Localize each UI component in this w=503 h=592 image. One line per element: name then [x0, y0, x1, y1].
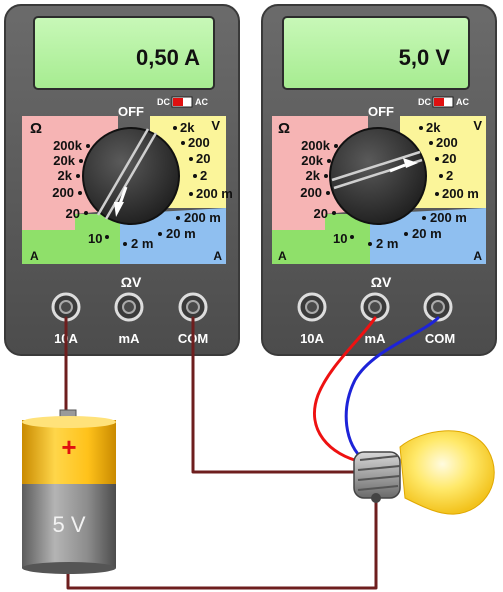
right-lcd-display [282, 16, 470, 90]
wire-blue-com-to-bulb [344, 316, 440, 462]
right-amp-zone-green [272, 214, 370, 264]
right-ohm-range: 200k [301, 138, 331, 153]
battery-voltage-label: 5 V [52, 512, 85, 537]
right-off-label: OFF [368, 104, 394, 119]
wire-red-ma-to-bulb [312, 316, 377, 464]
left-amp-label-left: A [30, 249, 39, 263]
right-ac-label: AC [456, 97, 469, 107]
right-dc-label: DC [418, 97, 431, 107]
right-amp-zone-blue [370, 208, 486, 264]
left-amp-range: 20 m [166, 226, 196, 241]
left-terminal-label: mA [119, 331, 141, 346]
left-ohm-range: 2k [58, 168, 73, 183]
left-amp-range: 200 m [184, 210, 221, 225]
right-terminal-com[interactable] [423, 292, 453, 322]
battery-plus-sign: + [61, 432, 76, 462]
light-bulb-icon [353, 430, 495, 515]
right-display-reading: 5,0 V [399, 45, 451, 70]
left-volt-range: 20 [196, 151, 210, 166]
left-amp-range: 10 [88, 231, 102, 246]
left-ohm-range: 200 [52, 185, 74, 200]
left-dial-pointer-arrow [114, 202, 124, 217]
left-amp-label-right: A [213, 249, 222, 263]
right-ohm-symbol: Ω [278, 120, 290, 137]
left-terminal-10a[interactable] [51, 292, 81, 322]
right-terminal-label: mA [365, 331, 387, 346]
left-ohm-symbol: Ω [30, 120, 42, 137]
right-terminals-header: ΩV [371, 274, 392, 290]
right-volt-range: 2k [426, 120, 441, 135]
right-ohm-range: 2k [306, 168, 321, 183]
left-off-label: OFF [118, 104, 144, 119]
right-amp-range: 20 m [412, 226, 442, 241]
right-volt-range: 200 [436, 135, 458, 150]
left-range-selector-dial[interactable] [82, 127, 180, 225]
bulb-screw-base [353, 451, 401, 503]
left-terminal-ma[interactable] [114, 292, 144, 322]
left-volt-range: 2k [180, 120, 195, 135]
left-terminal-com[interactable] [178, 292, 208, 322]
right-amp-range: 10 [333, 231, 347, 246]
right-volt-range: 2 [446, 168, 453, 183]
wires [64, 316, 440, 590]
left-dc-label: DC [157, 97, 170, 107]
right-ohm-range: 200 [300, 185, 322, 200]
right-multimeter: 5,0 V DC AC OFF Ω V A A 200k 20k 2k 200 … [261, 4, 497, 356]
right-volt-symbol: V [473, 118, 482, 133]
left-ohm-range: 200k [53, 138, 83, 153]
wire-battery-minus-to-bulb [66, 490, 378, 590]
left-volt-range: 200 [188, 135, 210, 150]
left-lcd-display [33, 16, 215, 90]
left-volt-range: 2 [200, 168, 207, 183]
left-volt-symbol: V [211, 118, 220, 133]
right-ohm-range: 20 [314, 206, 328, 221]
left-ohm-range: 20k [53, 153, 75, 168]
battery: + 5 V [22, 409, 116, 574]
right-terminal-ma[interactable] [360, 292, 390, 322]
right-range-selector-dial[interactable] [329, 127, 427, 225]
right-amp-label-right: A [473, 249, 482, 263]
right-amp-range: 200 m [430, 210, 467, 225]
left-multimeter: 0,50 A DC AC OFF Ω V A A 200k 20k 2k 200… [4, 4, 240, 356]
wire-com-to-bulb [191, 316, 362, 474]
right-ohm-range: 20k [301, 153, 323, 168]
left-volt-range: 200 m [196, 186, 233, 201]
right-volt-range: 20 [442, 151, 456, 166]
left-ohm-range: 20 [66, 206, 80, 221]
right-volt-range: 200 m [442, 186, 479, 201]
right-terminal-label: COM [425, 331, 455, 346]
left-display-reading: 0,50 A [136, 45, 200, 70]
right-terminal-label: 10A [300, 331, 324, 346]
left-amp-range: 2 m [131, 236, 153, 251]
left-terminals-header: ΩV [121, 274, 142, 290]
left-amp-zone-green [22, 214, 120, 264]
right-dial-pointer-arrow [403, 158, 418, 168]
right-amp-range: 2 m [376, 236, 398, 251]
right-terminal-10a[interactable] [297, 292, 327, 322]
left-ac-label: AC [195, 97, 208, 107]
right-amp-label-left: A [278, 249, 287, 263]
